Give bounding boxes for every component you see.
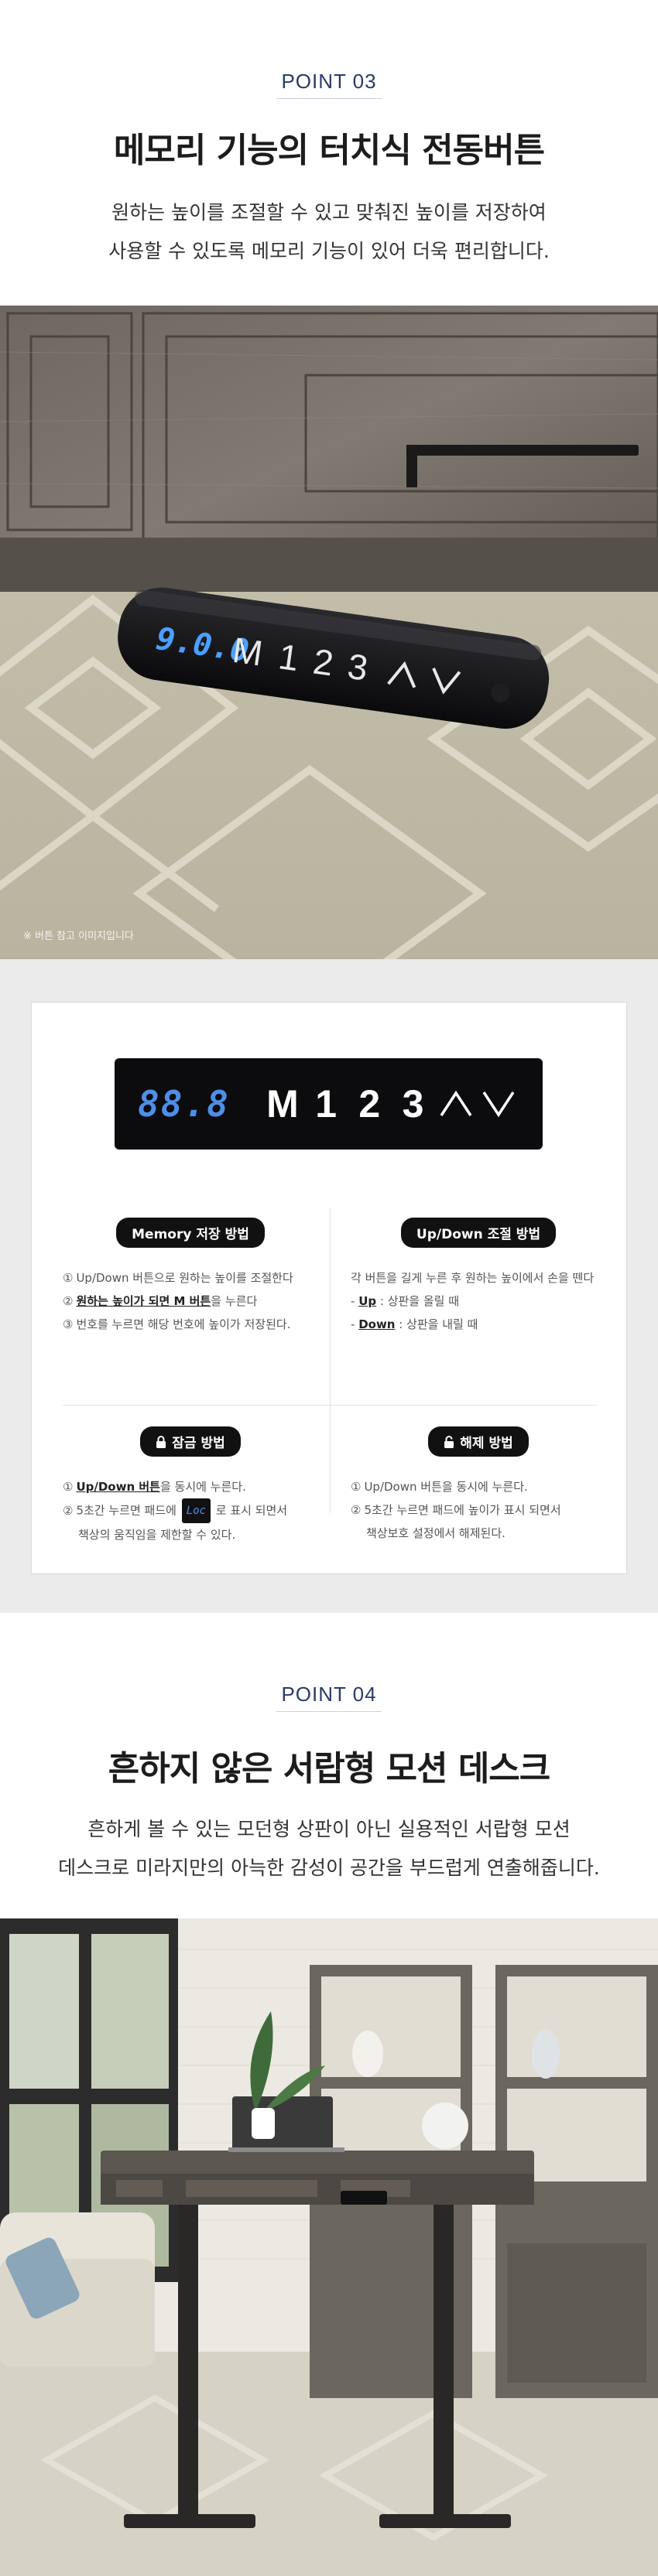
unlock-title: 해제 방법 [460, 1436, 513, 1451]
up-arrow-icon [387, 661, 416, 688]
section-description: 원하는 높이를 조절할 수 있고 맞춰진 높이를 저장하여 사용할 수 있도록 … [0, 193, 658, 271]
list-item: - Down : 상판을 내릴 때 [351, 1317, 478, 1331]
lcd-key-1: 1 [315, 1082, 338, 1126]
point-label: POINT 04 [276, 1683, 382, 1712]
section-headline: 메모리 기능의 터치식 전동버튼 [0, 122, 658, 172]
lcd-key-m: M [266, 1082, 299, 1126]
description-line: 흔하게 볼 수 있는 모던형 상판이 아닌 실용적인 서랍형 모션 [87, 1818, 571, 1840]
list-item: 책상보호 설정에서 해제된다. [366, 1526, 505, 1540]
memory-title-badge: Memory 저장 방법 [116, 1218, 265, 1248]
down-arrow-icon [432, 668, 461, 695]
control-pad-key: M [230, 630, 265, 674]
unlock-title-badge: 해제 방법 [428, 1426, 529, 1457]
up-arrow-icon [435, 1090, 478, 1118]
headline-regular: 메모리 기능의 터치식 [113, 131, 423, 170]
section-headline: 흔하지 않은 서랍형 모션 데스크 [0, 1741, 658, 1790]
unlock-icon [444, 1435, 454, 1448]
headline-bold: 전동버튼 [422, 131, 545, 170]
list-item: 책상의 움직임을 제한할 수 있다. [78, 1528, 236, 1542]
updown-steps: 각 버튼을 길게 누른 후 원하는 높이에서 손을 뗀다 - Up : 상판을 … [351, 1266, 606, 1336]
memory-title: Memory 저장 방법 [132, 1227, 249, 1242]
power-button-icon [491, 684, 510, 703]
headline-regular: 흔하지 않은 [108, 1749, 283, 1789]
lock-title: 잠금 방법 [172, 1436, 225, 1451]
lcd-readout: 88.8 [138, 1083, 230, 1125]
photo-caption: ※ 버튼 참고 이미지입니다 [23, 931, 134, 942]
list-item: - Up : 상판을 올릴 때 [351, 1294, 460, 1308]
updown-title: Up/Down 조절 방법 [416, 1227, 541, 1242]
divider [63, 1405, 597, 1406]
lcd-key-3: 3 [402, 1082, 424, 1126]
updown-title-badge: Up/Down 조절 방법 [400, 1218, 557, 1248]
point-label: POINT 03 [276, 70, 382, 99]
lock-icon [156, 1435, 166, 1448]
lock-code-display: Loc [181, 1498, 211, 1523]
down-arrow-icon [477, 1090, 519, 1118]
room-desk-photo [0, 1918, 658, 2576]
room-desk-illustration [0, 1918, 658, 2576]
point04-section: POINT 04 흔하지 않은 서랍형 모션 데스크 흔하게 볼 수 있는 모던… [0, 1613, 658, 1918]
lcd-key-2: 2 [358, 1082, 381, 1126]
point03-section: POINT 03 메모리 기능의 터치식 전동버튼 원하는 높이를 조절할 수 … [0, 0, 658, 306]
headline-bold: 서랍형 모션 데스크 [283, 1749, 550, 1789]
control-pad-illustration: 9.0.0 M 1 2 3 [0, 306, 658, 959]
description-line: 사용할 수 있도록 메모리 기능이 있어 더욱 편리합니다. [108, 240, 550, 262]
list-item: 각 버튼을 길게 누른 후 원하는 높이에서 손을 뗀다 [351, 1271, 595, 1285]
description-line: 데스크로 미라지만의 아늑한 감성이 공간을 부드럽게 연출해줍니다. [58, 1857, 600, 1879]
lock-title-badge: 잠금 방법 [140, 1426, 241, 1457]
control-pad-photo: 9.0.0 M 1 2 3 ※ 버튼 참고 이미지입니다 [0, 306, 658, 959]
lcd-display: 88.8 M 1 2 3 [115, 1058, 543, 1150]
divider [330, 1208, 331, 1513]
updown-instructions: Up/Down 조절 방법 각 버튼을 길게 누른 후 원하는 높이에서 손을 … [351, 1218, 606, 1336]
section-description: 흔하게 볼 수 있는 모던형 상판이 아닌 실용적인 서랍형 모션 데스크로 미… [0, 1810, 658, 1888]
description-line: 원하는 높이를 조절할 수 있고 맞춰진 높이를 저장하여 [111, 201, 547, 224]
